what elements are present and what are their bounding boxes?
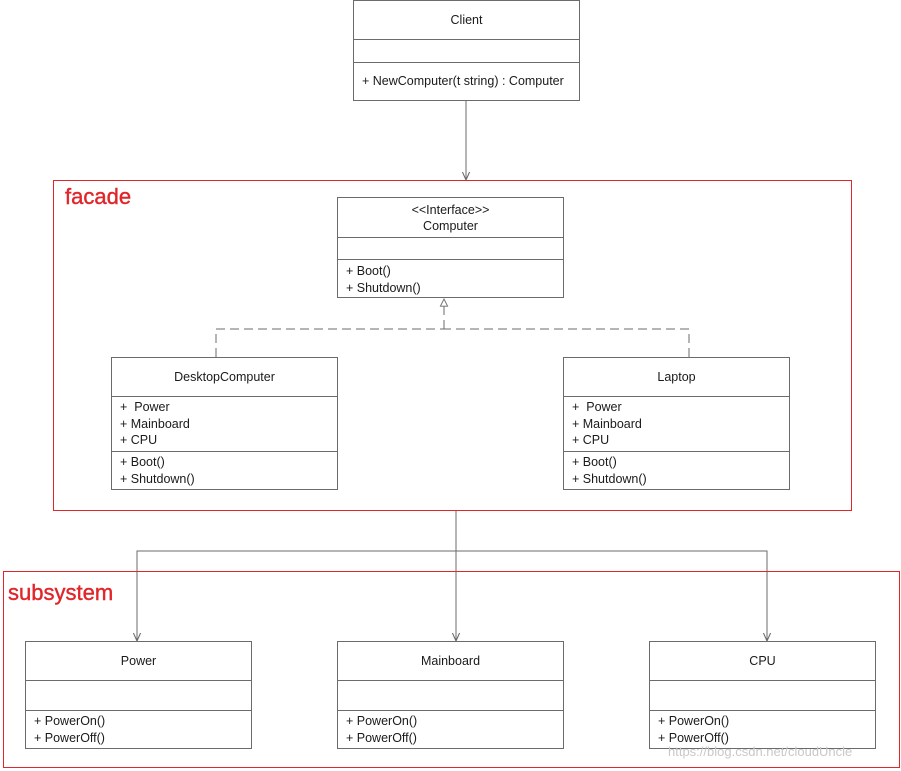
method: + PowerOn() (34, 714, 106, 728)
class-name: Computer (423, 218, 478, 233)
facade-region (53, 180, 852, 511)
class-header: Client (354, 1, 579, 39)
attribute: + CPU (572, 433, 610, 447)
class-methods: + NewComputer(t string) : Computer (354, 62, 579, 100)
class-methods: + Boot() + Shutdown() (338, 259, 563, 297)
computer-interface[interactable]: <<Interface>> Computer + Boot() + Shutdo… (337, 197, 564, 298)
class-header: DesktopComputer (112, 358, 337, 396)
class-name: DesktopComputer (174, 370, 275, 384)
class-name: Laptop (657, 370, 696, 384)
cpu-class[interactable]: CPU + PowerOn() + PowerOff() (649, 641, 876, 749)
attribute: + Power (120, 400, 170, 414)
desktop-computer-class[interactable]: DesktopComputer + Power + Mainboard + CP… (111, 357, 338, 490)
class-name: Mainboard (420, 654, 481, 668)
mainboard-class[interactable]: Mainboard + PowerOn() + PowerOff() (337, 641, 564, 749)
method: + Shutdown() (572, 471, 647, 486)
power-class[interactable]: Power + PowerOn() + PowerOff() (25, 641, 252, 749)
class-methods: + Boot() + Shutdown() (112, 451, 337, 489)
method: + PowerOff() (346, 730, 417, 745)
laptop-realization-line (444, 328, 690, 357)
attribute: + CPU (120, 433, 158, 447)
class-header: <<Interface>> Computer (338, 198, 563, 237)
class-methods: + Boot() + Shutdown() (564, 451, 789, 489)
class-header: Mainboard (338, 642, 563, 680)
class-header: Power (26, 642, 251, 680)
facade-label: facade (65, 184, 132, 209)
class-methods: + PowerOn() + PowerOff() (338, 710, 563, 748)
class-header: CPU (650, 642, 875, 680)
class-methods: + PowerOn() + PowerOff() (26, 710, 251, 748)
class-attributes: + Power + Mainboard + CPU (112, 396, 337, 451)
facade-to-power-arrow (137, 550, 456, 641)
class-attributes (354, 39, 579, 62)
client-class[interactable]: Client + NewComputer(t string) : Compute… (353, 0, 580, 101)
method: + Boot() (572, 455, 617, 469)
class-attributes (650, 680, 875, 710)
class-name: Client (450, 13, 483, 27)
method: + PowerOn() (658, 714, 730, 728)
watermark: https://blog.csdn.net/cloudUncle (668, 744, 853, 759)
subsystem-label: subsystem (8, 580, 114, 605)
method: + NewComputer(t string) : Computer (362, 74, 564, 88)
attribute: + Mainboard (120, 416, 190, 431)
class-name: Power (120, 654, 157, 668)
method: + Boot() (120, 455, 165, 469)
class-stereotype: <<Interface>> (411, 202, 490, 217)
class-methods: + PowerOn() + PowerOff() (650, 710, 875, 748)
class-attributes: + Power + Mainboard + CPU (564, 396, 789, 451)
class-header: Laptop (564, 358, 789, 396)
class-attributes (26, 680, 251, 710)
method: + PowerOn() (346, 714, 418, 728)
attribute: + Mainboard (572, 416, 642, 431)
laptop-class[interactable]: Laptop + Power + Mainboard + CPU + Boot(… (563, 357, 790, 490)
class-attributes (338, 680, 563, 710)
method: + Shutdown() (346, 280, 421, 295)
class-name: CPU (749, 654, 776, 668)
desktop-realization-line (215, 328, 444, 357)
facade-to-cpu-arrow (456, 550, 767, 641)
subsystem-region (3, 571, 900, 768)
method: + Shutdown() (120, 471, 195, 486)
method: + PowerOff() (658, 730, 729, 745)
method: + Boot() (346, 264, 391, 278)
class-attributes (338, 237, 563, 259)
attribute: + Power (572, 400, 622, 414)
method: + PowerOff() (34, 730, 105, 745)
